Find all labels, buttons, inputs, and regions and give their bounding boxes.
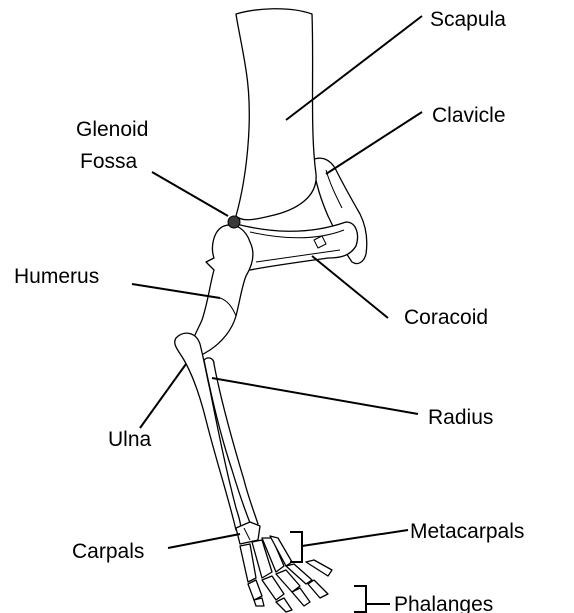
phalanges-bracket [354,586,366,612]
label-metacarpals: Metacarpals [410,520,524,543]
label-carpals: Carpals [72,540,144,563]
label-humerus: Humerus [14,265,99,288]
scapula-bone [236,9,316,220]
label-scapula: Scapula [430,8,506,31]
humerus-leader [132,284,220,298]
label-glenoid-line1: Glenoid [76,118,148,141]
label-radius: Radius [428,406,493,429]
label-ulna: Ulna [108,428,152,451]
glenoid-leader [152,172,228,216]
ulna-leader [140,364,186,428]
label-clavicle: Clavicle [432,104,506,127]
label-coracoid: Coracoid [404,306,488,329]
metacarpals-leader [302,530,408,546]
radius-leader [212,378,418,414]
label-glenoid-line2: Fossa [80,150,138,173]
label-phalanges: Phalanges [394,593,493,613]
metacarpals-bracket [290,532,302,562]
coracoid-leader [312,256,388,318]
coracoid-bone [236,222,358,270]
glenoid-fossa-marker [228,216,240,228]
clavicle-leader [326,112,422,174]
carpals-leader [168,534,240,548]
humerus-bone [194,225,253,356]
